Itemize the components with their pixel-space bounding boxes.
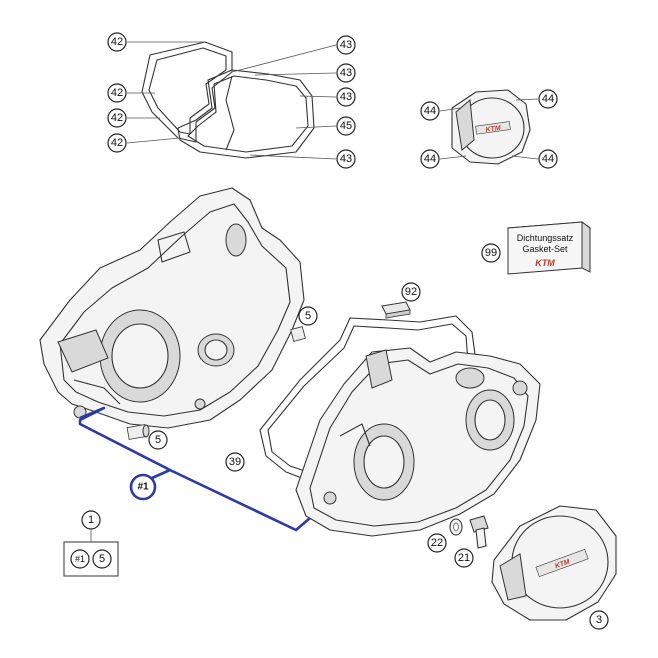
svg-text:1: 1 — [88, 514, 94, 526]
callout-44-b: 44 — [538, 89, 558, 109]
callout-22: 22 — [427, 533, 447, 553]
callout-5-b: 5 — [148, 430, 168, 450]
gasket-set-line1: Dichtungssatz — [517, 233, 574, 243]
svg-text:44: 44 — [542, 153, 554, 165]
callout-43-a: 43 — [336, 35, 356, 55]
part-92-plate — [381, 301, 411, 319]
bushing-lower — [126, 424, 150, 440]
svg-text:44: 44 — [424, 105, 436, 117]
callout-39: 39 — [225, 452, 245, 472]
callout-42-a: 42 — [107, 32, 127, 52]
clutch-cover: KTM — [439, 89, 539, 165]
svg-text:92: 92 — [405, 286, 417, 298]
svg-text:42: 42 — [111, 87, 123, 99]
callout-42-d: 42 — [107, 133, 127, 153]
callout-99: 99 — [481, 243, 501, 263]
svg-text:#1: #1 — [75, 554, 85, 564]
gasket-set-box: Dichtungssatz Gasket-Set KTM — [506, 221, 592, 275]
ignition-cover-logo: KTM — [554, 558, 571, 570]
callout-43-c: 43 — [336, 87, 356, 107]
svg-text:99: 99 — [485, 247, 497, 259]
svg-text:43: 43 — [340, 153, 352, 165]
svg-text:5: 5 — [155, 434, 161, 446]
washer-22 — [449, 518, 463, 536]
blue-assembly-connector — [78, 406, 311, 532]
callout-92: 92 — [401, 282, 421, 302]
svg-text:5: 5 — [305, 310, 311, 322]
leaders-top-left — [126, 41, 337, 160]
callout-44-a: 44 — [420, 101, 440, 121]
svg-text:42: 42 — [111, 36, 123, 48]
clutch-cover-logo: KTM — [485, 125, 501, 134]
svg-text:44: 44 — [424, 153, 436, 165]
callout-42-b: 42 — [107, 83, 127, 103]
blue-callout-1: #1 — [129, 473, 157, 501]
callout-43-d: 43 — [336, 149, 356, 169]
svg-text:44: 44 — [542, 93, 554, 105]
callout-43-b: 43 — [336, 63, 356, 83]
svg-text:5: 5 — [99, 553, 105, 565]
svg-text:21: 21 — [458, 552, 470, 564]
callout-42-c: 42 — [107, 108, 127, 128]
crankcase-gasket-inner — [177, 69, 315, 159]
callout-21: 21 — [454, 548, 474, 568]
callout-44-c: 44 — [420, 149, 440, 169]
svg-text:43: 43 — [340, 67, 352, 79]
svg-text:39: 39 — [229, 456, 241, 468]
svg-text:43: 43 — [340, 91, 352, 103]
callout-45: 45 — [336, 116, 356, 136]
right-crankcase-half — [295, 347, 541, 537]
svg-text:3: 3 — [596, 614, 602, 626]
svg-text:#1: #1 — [137, 482, 149, 493]
legend-box: #1 5 — [63, 541, 119, 577]
drain-plug-21 — [469, 515, 489, 549]
callout-44-d: 44 — [538, 149, 558, 169]
ignition-cover: KTM — [491, 505, 617, 621]
left-crankcase-half — [39, 187, 305, 429]
svg-text:42: 42 — [111, 112, 123, 124]
crankcase-gasket-outer — [141, 41, 233, 143]
gasket-set-logo: KTM — [535, 258, 555, 268]
callout-3: 3 — [589, 610, 609, 630]
legend-callout-1: 1 — [81, 510, 101, 542]
svg-text:43: 43 — [340, 39, 352, 51]
callout-5-a: 5 — [298, 306, 318, 326]
svg-text:42: 42 — [111, 137, 123, 149]
bushing-upper — [290, 326, 306, 342]
svg-text:22: 22 — [431, 537, 443, 549]
svg-text:45: 45 — [340, 120, 352, 132]
gasket-set-line2: Gasket-Set — [522, 244, 568, 254]
